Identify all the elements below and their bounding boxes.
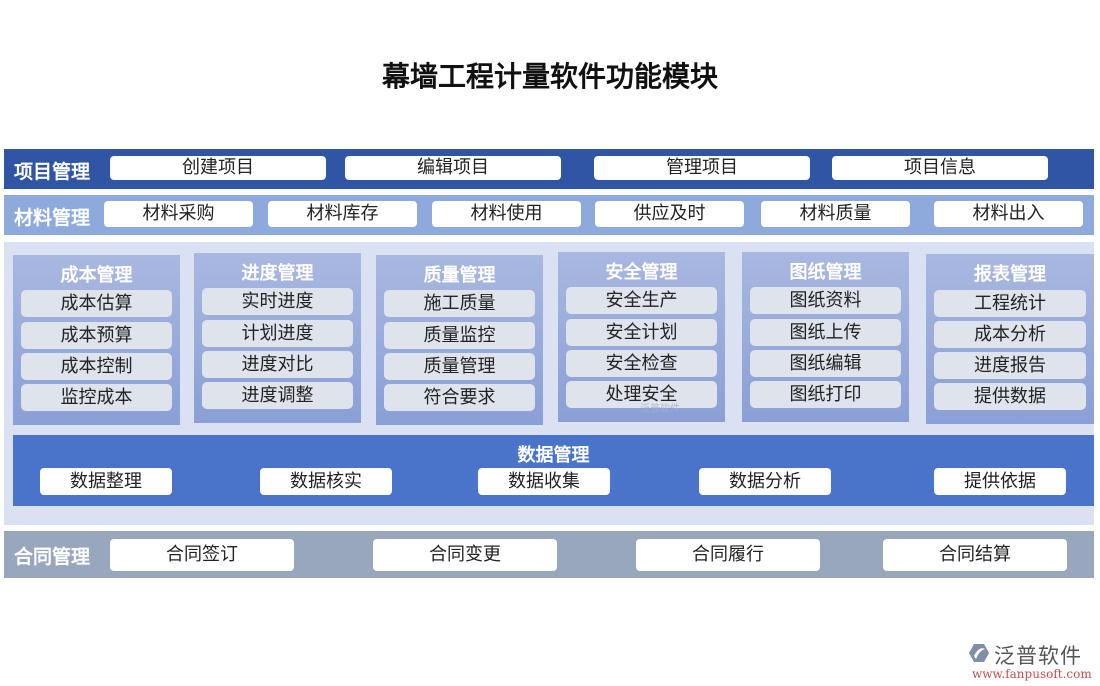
material-inventory-button[interactable]: 材料库存 (268, 201, 417, 227)
module-item[interactable]: 图纸上传 (750, 319, 901, 346)
logo-url: www.fanpusoft.com (972, 667, 1092, 681)
material-inout-button[interactable]: 材料出入 (934, 201, 1083, 227)
module-item[interactable]: 工程统计 (934, 290, 1086, 317)
provide-basis-button[interactable]: 提供依据 (934, 468, 1066, 495)
module-item[interactable]: 计划进度 (202, 320, 353, 347)
band-label: 材料管理 (14, 207, 91, 229)
timely-supply-button[interactable]: 供应及时 (595, 201, 744, 227)
module-item[interactable]: 成本预算 (21, 322, 172, 349)
material-usage-button[interactable]: 材料使用 (432, 201, 581, 227)
module-item[interactable]: 成本控制 (21, 353, 172, 380)
watermark: 泛普软件 (640, 404, 680, 415)
module-title: 成本管理 (60, 265, 133, 286)
page-title: 幕墙工程计量软件功能模块 (381, 60, 718, 93)
material-management-band: 材料管理 材料采购 材料库存 材料使用 供应及时 材料质量 材料出入 (4, 195, 1094, 235)
module-title: 报表管理 (974, 264, 1046, 285)
module-title: 安全管理 (605, 262, 678, 283)
module-item[interactable]: 质量管理 (384, 353, 535, 380)
project-info-button[interactable]: 项目信息 (832, 156, 1048, 180)
contract-management-band: 合同管理 合同签订 合同变更 合同履行 合同结算 (4, 531, 1094, 578)
module-quality: 质量管理 施工质量 质量监控 质量管理 符合要求 (376, 255, 543, 425)
module-item[interactable]: 图纸编辑 (750, 350, 901, 377)
module-item[interactable]: 进度调整 (202, 382, 353, 409)
project-management-band: 项目管理 创建项目 编辑项目 管理项目 项目信息 (4, 149, 1094, 189)
logo-icon (969, 644, 989, 662)
manage-project-button[interactable]: 管理项目 (594, 156, 810, 180)
module-title: 图纸管理 (789, 262, 862, 283)
module-item[interactable]: 安全生产 (566, 287, 717, 314)
module-item[interactable]: 进度对比 (202, 351, 353, 378)
contract-settlement-button[interactable]: 合同结算 (883, 539, 1067, 571)
module-item[interactable]: 符合要求 (384, 384, 535, 411)
module-item[interactable]: 施工质量 (384, 290, 535, 317)
module-item[interactable]: 安全检查 (566, 350, 717, 377)
create-project-button[interactable]: 创建项目 (110, 156, 326, 180)
module-title: 进度管理 (241, 263, 314, 284)
module-safety: 安全管理 安全生产 安全计划 安全检查 处理安全 (558, 252, 725, 422)
module-cost: 成本管理 成本估算 成本预算 成本控制 监控成本 (13, 255, 180, 425)
data-organize-button[interactable]: 数据整理 (40, 468, 172, 495)
module-title: 质量管理 (423, 265, 496, 286)
contract-execution-button[interactable]: 合同履行 (636, 539, 820, 571)
module-item[interactable]: 处理安全 (566, 381, 717, 408)
band-label: 项目管理 (14, 161, 91, 183)
data-management-title: 数据管理 (517, 445, 590, 466)
contract-sign-button[interactable]: 合同签订 (110, 539, 294, 571)
edit-project-button[interactable]: 编辑项目 (345, 156, 561, 180)
module-drawings: 图纸管理 图纸资料 图纸上传 图纸编辑 图纸打印 (742, 252, 909, 422)
module-item[interactable]: 监控成本 (21, 384, 172, 411)
data-verify-button[interactable]: 数据核实 (260, 468, 392, 495)
module-reports: 报表管理 工程统计 成本分析 进度报告 提供数据 (926, 254, 1094, 424)
data-management-panel: 数据管理 数据整理 数据核实 数据收集 数据分析 提供依据 (13, 435, 1094, 506)
contract-change-button[interactable]: 合同变更 (373, 539, 557, 571)
modules-area: 成本管理 成本估算 成本预算 成本控制 监控成本 进度管理 实时进度 计划进度 … (4, 242, 1094, 525)
data-collect-button[interactable]: 数据收集 (478, 468, 610, 495)
module-item[interactable]: 成本估算 (21, 290, 172, 317)
module-item[interactable]: 提供数据 (934, 383, 1086, 410)
module-item[interactable]: 安全计划 (566, 319, 717, 346)
logo-name: 泛普软件 (994, 644, 1082, 668)
module-item[interactable]: 图纸打印 (750, 381, 901, 408)
band-label: 合同管理 (14, 546, 91, 568)
module-item[interactable]: 实时进度 (202, 288, 353, 315)
module-item[interactable]: 进度报告 (934, 352, 1086, 379)
material-purchase-button[interactable]: 材料采购 (104, 201, 253, 227)
module-schedule: 进度管理 实时进度 计划进度 进度对比 进度调整 (194, 253, 361, 423)
data-analysis-button[interactable]: 数据分析 (699, 468, 831, 495)
module-item[interactable]: 成本分析 (934, 321, 1086, 348)
module-item[interactable]: 图纸资料 (750, 287, 901, 314)
material-quality-button[interactable]: 材料质量 (761, 201, 910, 227)
module-item[interactable]: 质量监控 (384, 322, 535, 349)
